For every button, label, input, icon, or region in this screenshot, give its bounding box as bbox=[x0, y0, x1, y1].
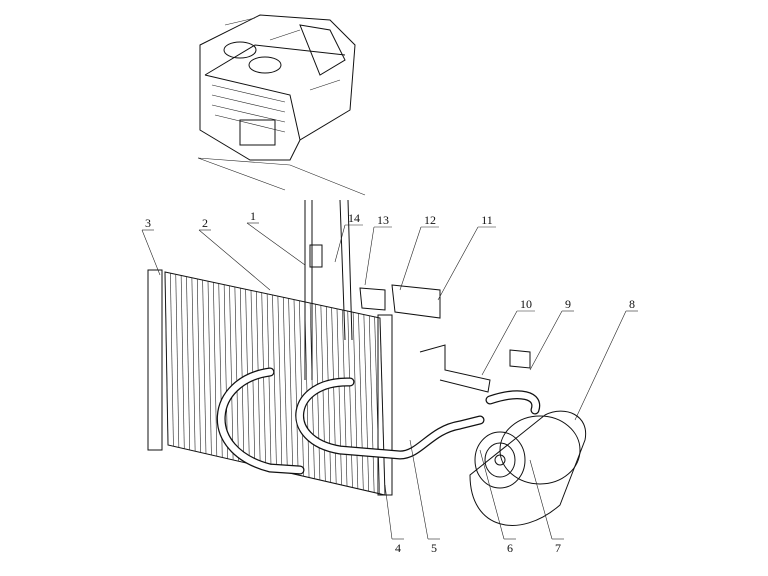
leader-line bbox=[198, 229, 271, 291]
callout-13: 13 bbox=[364, 213, 392, 286]
leader-line bbox=[246, 222, 306, 266]
brackets bbox=[359, 284, 531, 393]
leader-line bbox=[529, 459, 553, 540]
callout-9: 9 bbox=[529, 297, 574, 371]
callout-10: 10 bbox=[481, 297, 535, 376]
refrigerant-pipes bbox=[216, 199, 541, 475]
callout-label: 4 bbox=[395, 541, 401, 555]
leader-line bbox=[574, 310, 627, 421]
callout-8: 8 bbox=[574, 297, 638, 421]
callout-11: 11 bbox=[437, 213, 496, 301]
leader-line bbox=[364, 226, 375, 286]
callout-label: 6 bbox=[507, 541, 513, 555]
callout-14: 14 bbox=[334, 211, 363, 263]
leader-line bbox=[399, 226, 422, 291]
callout-5: 5 bbox=[409, 439, 440, 555]
callout-12: 12 bbox=[399, 213, 439, 291]
callout-2: 2 bbox=[198, 216, 271, 291]
callout-4: 4 bbox=[384, 484, 404, 555]
callout-label: 7 bbox=[555, 541, 561, 555]
leader-line bbox=[437, 226, 479, 301]
hvac-unit bbox=[197, 14, 366, 196]
callout-1: 1 bbox=[246, 209, 306, 266]
callout-7: 7 bbox=[529, 459, 564, 555]
callout-label: 9 bbox=[565, 297, 571, 311]
leader-line bbox=[384, 484, 393, 540]
callout-label: 14 bbox=[348, 211, 360, 225]
callout-3: 3 bbox=[141, 216, 161, 276]
leader-line bbox=[409, 439, 429, 540]
leader-line bbox=[529, 310, 563, 371]
leader-line bbox=[334, 224, 346, 263]
callout-label: 2 bbox=[202, 216, 208, 230]
callout-label: 13 bbox=[377, 213, 389, 227]
callout-6: 6 bbox=[479, 449, 516, 555]
callout-label: 10 bbox=[520, 297, 532, 311]
callout-label: 3 bbox=[145, 216, 151, 230]
callout-label: 11 bbox=[481, 213, 493, 227]
callout-label: 8 bbox=[629, 297, 635, 311]
callout-label: 12 bbox=[424, 213, 436, 227]
leader-line bbox=[481, 310, 518, 376]
callout-label: 1 bbox=[250, 209, 256, 223]
leader-line bbox=[479, 449, 505, 540]
callout-label: 5 bbox=[431, 541, 437, 555]
condenser bbox=[147, 269, 393, 496]
compressor bbox=[469, 410, 587, 526]
leader-line bbox=[141, 229, 161, 276]
